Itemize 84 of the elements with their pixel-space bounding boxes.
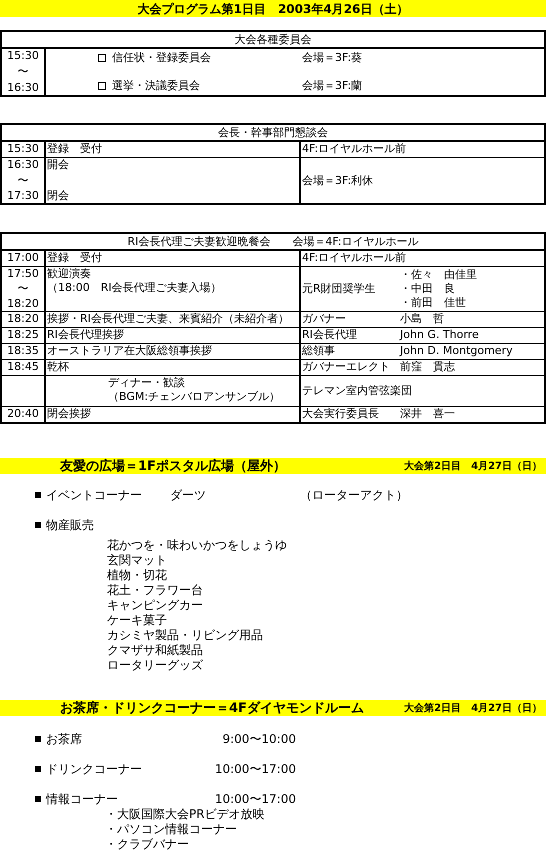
person-name: 前窪 貫志	[400, 360, 455, 374]
event-text: 挨拶・RI会長代理ご夫妻、来賓紹介（未紹介者）	[47, 312, 289, 326]
role-text: ガバナー	[302, 312, 346, 325]
event-text: 登録 受付	[47, 251, 102, 265]
item-text: 物産販売	[46, 518, 94, 532]
event-text: 信任状・登録委員会	[112, 51, 211, 65]
event-text: 選挙・決議委員会	[112, 79, 200, 93]
time-text: 10:00〜17:00	[214, 792, 296, 806]
event-text: 登録 受付	[47, 142, 102, 156]
section-band	[0, 700, 546, 716]
event-text: 閉会挨拶	[47, 407, 91, 421]
event-text: ディナー・歓談	[108, 376, 185, 390]
person-name: ・佐々 由佳里	[400, 268, 477, 282]
product-text: キャンピングカー	[107, 598, 203, 612]
role-text: RI会長代理	[302, 328, 357, 341]
person-name: John G. Thorre	[400, 328, 479, 342]
date-text: 大会第2日目 4月27日（日）	[404, 702, 542, 715]
time-text: 18:20	[7, 297, 39, 311]
person-name: 深井 喜一	[400, 407, 455, 421]
performer-text: テレマン室内管弦楽団	[302, 384, 412, 398]
time-text: 17:00	[7, 251, 39, 265]
date-text: 大会第2日目 4月27日（日）	[404, 460, 542, 473]
role-text: ガバナーエレクト	[302, 360, 390, 373]
organizer-text: （ローターアクト）	[300, 488, 408, 502]
tilde-text: 〜	[18, 174, 28, 188]
event-text: オーストラリア在大阪総領事挨拶	[47, 344, 212, 358]
item-text: お茶席	[46, 732, 82, 746]
item-text: イベントコーナー	[46, 488, 142, 502]
event-text: （18:00 RI会長代理ご夫妻入場）	[47, 281, 222, 295]
section-heading: 友愛の広場＝1Fポスタル広場（屋外）	[60, 458, 286, 475]
time-text: 16:30	[7, 158, 39, 172]
time-text: 10:00〜17:00	[214, 762, 296, 776]
product-text: カシミヤ製品・リビング用品	[107, 628, 263, 642]
time-text: 15:30	[7, 49, 39, 63]
person-name: ・前田 佳世	[400, 296, 467, 310]
role-text: 総領事	[302, 344, 335, 357]
role-text: 大会実行委員長	[302, 407, 379, 420]
person-name: ・中田 良	[400, 282, 456, 296]
event-text: RI会長代理挨拶	[47, 328, 124, 342]
time-text: 18:25	[7, 328, 39, 342]
role-text: 元R財団奨学生	[302, 282, 376, 295]
venue-text: 4F:ロイヤルホール前	[302, 142, 406, 156]
product-text: ロータリーグッズ	[107, 658, 203, 672]
item-text: ドリンクコーナー	[46, 762, 142, 776]
product-text: 花かつを・味わいかつをしょうゆ	[107, 538, 287, 552]
time-text: 20:40	[7, 407, 39, 421]
tilde-text: 〜	[18, 65, 28, 79]
table-header: RI会長代理ご夫妻歓迎晩餐会 会場＝4F:ロイヤルホール	[127, 234, 419, 248]
product-text: 玄関マット	[107, 553, 167, 567]
tilde-text: 〜	[18, 282, 28, 296]
title-band	[0, 0, 546, 17]
section-band	[0, 458, 546, 474]
time-text: 18:35	[7, 344, 39, 358]
table-header: 大会各種委員会	[234, 32, 312, 46]
sub-item-text: ・クラブバナー	[105, 837, 189, 851]
sub-item-text: ・大阪国際大会PRビデオ放映	[105, 807, 265, 821]
venue-text: 会場＝3F:利休	[302, 174, 374, 188]
venue-text: 4F:ロイヤルホール前	[302, 251, 406, 265]
time-text: 17:30	[7, 189, 39, 203]
product-text: 花土・フラワー台	[107, 583, 203, 597]
event-text: 歓迎演奏	[47, 267, 91, 281]
product-text: クマザサ和紙製品	[107, 643, 203, 657]
person-name: John D. Montgomery	[400, 344, 513, 358]
section-heading: お茶席・ドリンクコーナー＝4Fダイヤモンドルーム	[60, 700, 364, 717]
product-text: ケーキ菓子	[107, 613, 167, 627]
time-text: 15:30	[7, 142, 39, 156]
event-text: 乾杯	[47, 360, 69, 374]
event-text: 開会	[47, 158, 69, 172]
event-text: （BGM:チェンバロアンサンブル）	[108, 390, 280, 404]
person-name: 小島 哲	[400, 312, 444, 326]
time-text: 18:45	[7, 360, 39, 374]
sub-item-text: ・パソコン情報コーナー	[105, 822, 237, 836]
title-text: 大会プログラム第1日目 2003年4月26日（土）	[138, 2, 408, 16]
time-text: 9:00〜10:00	[222, 732, 296, 746]
item-text: ダーツ	[170, 488, 206, 502]
table-header: 会長・幹事部門懇談会	[218, 126, 328, 140]
time-text: 17:50	[7, 267, 39, 281]
event-text: 閉会	[47, 189, 69, 203]
item-text: 情報コーナー	[46, 792, 118, 806]
product-text: 植物・切花	[107, 568, 167, 582]
venue-text: 会場＝3F:蘭	[302, 79, 362, 93]
time-text: 18:20	[7, 312, 39, 326]
venue-text: 会場＝3F:葵	[302, 51, 362, 65]
time-text: 16:30	[7, 81, 39, 95]
